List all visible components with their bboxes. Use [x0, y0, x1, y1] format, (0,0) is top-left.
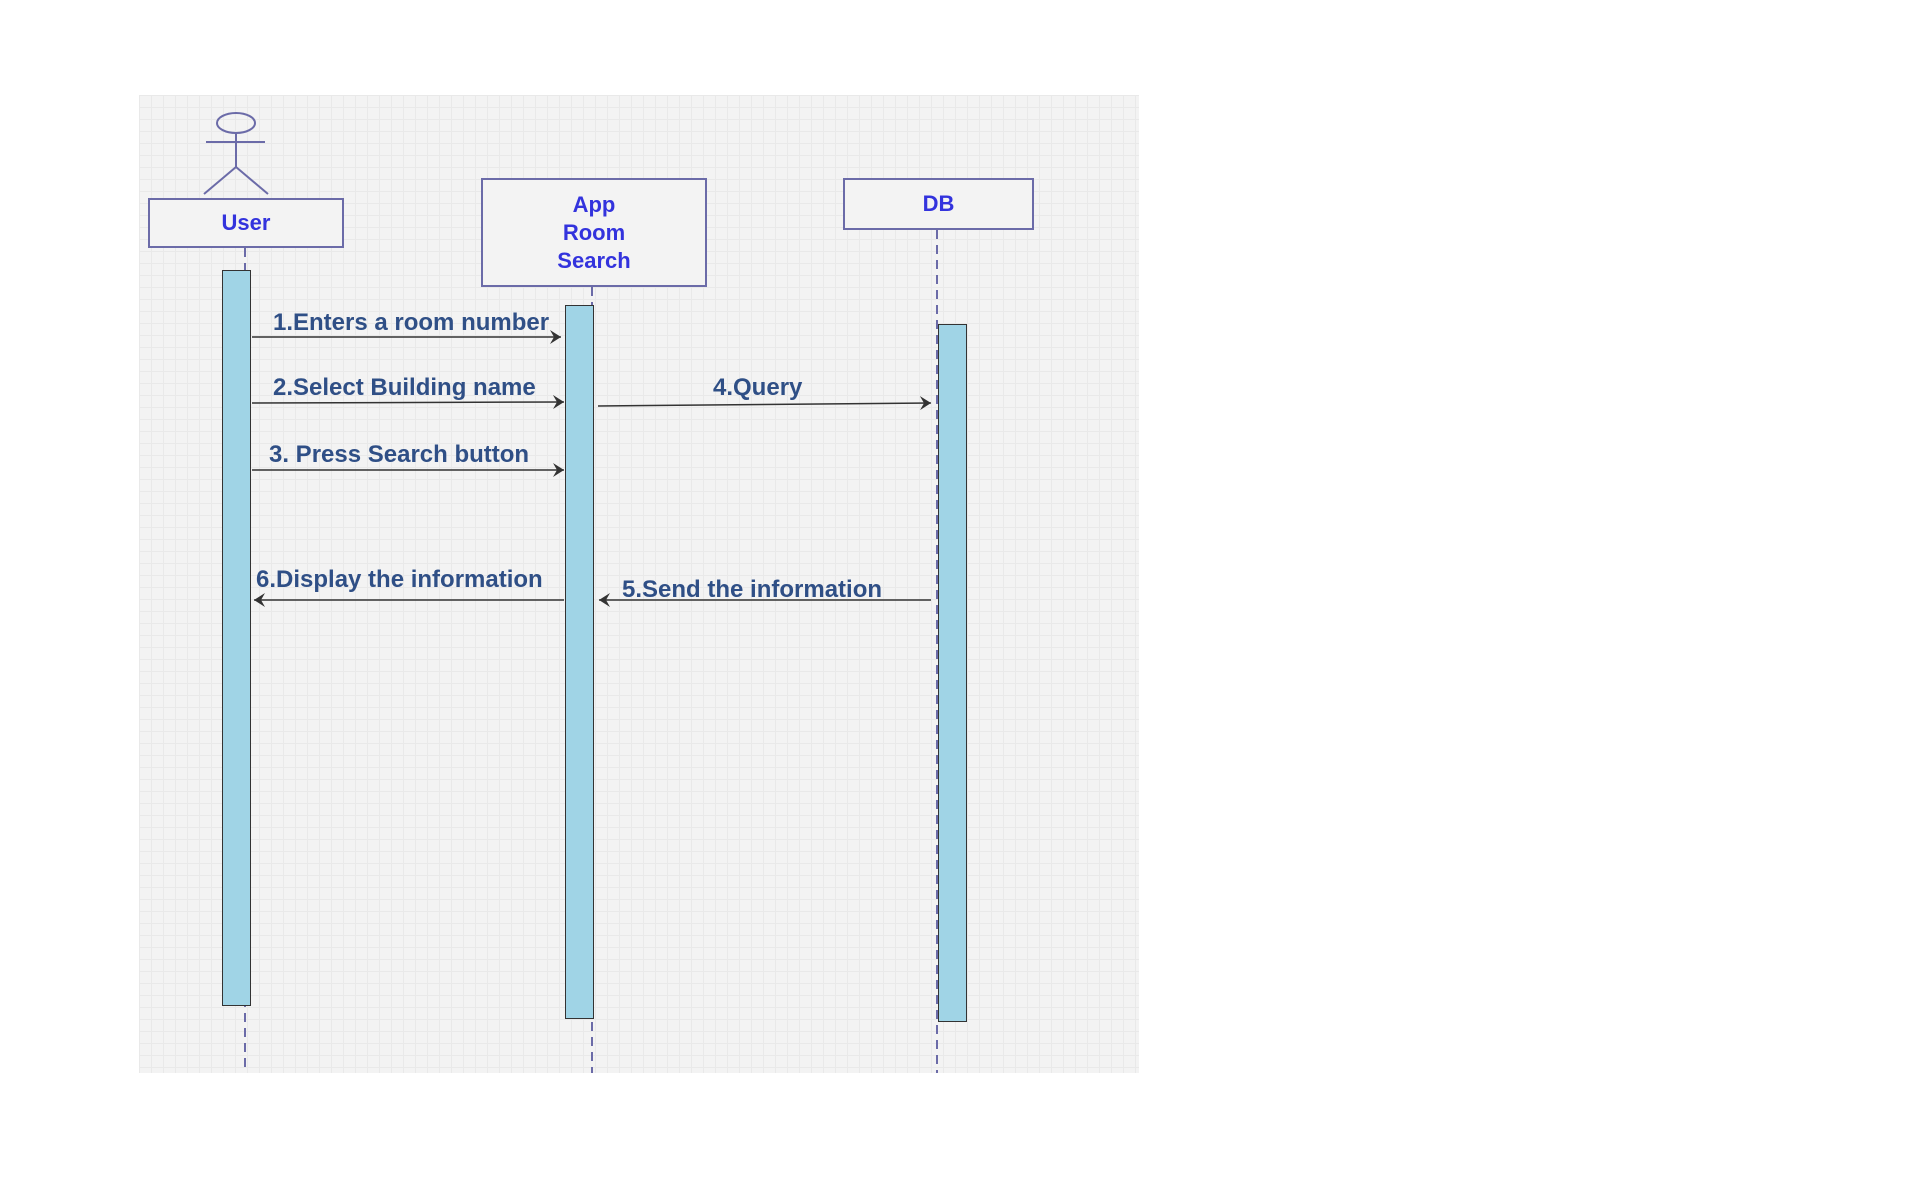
message-4-label: 4.Query	[713, 374, 803, 401]
message-4-arrow	[597, 396, 932, 411]
participant-user-label: User	[221, 210, 271, 235]
message-1-label: 1.Enters a room number	[273, 309, 550, 336]
message-2-arrow	[251, 395, 565, 410]
participant-db[interactable]: DB	[843, 178, 1034, 230]
activation-db	[938, 324, 967, 1022]
participant-app-room-search[interactable]: App Room Search	[481, 178, 707, 287]
activation-app	[565, 305, 594, 1019]
participant-app-label: App Room Search	[557, 191, 631, 273]
message-5-label: 5.Send the information	[622, 576, 883, 603]
message-2-label: 2.Select Building name	[273, 374, 536, 401]
message-6-label: 6.Display the information	[256, 566, 543, 593]
participant-db-label: DB	[922, 191, 955, 216]
message-3-label: 3. Press Search button	[269, 441, 530, 468]
actor-user-icon	[203, 112, 269, 195]
activation-user	[222, 270, 251, 1006]
participant-user[interactable]: User	[148, 198, 344, 248]
